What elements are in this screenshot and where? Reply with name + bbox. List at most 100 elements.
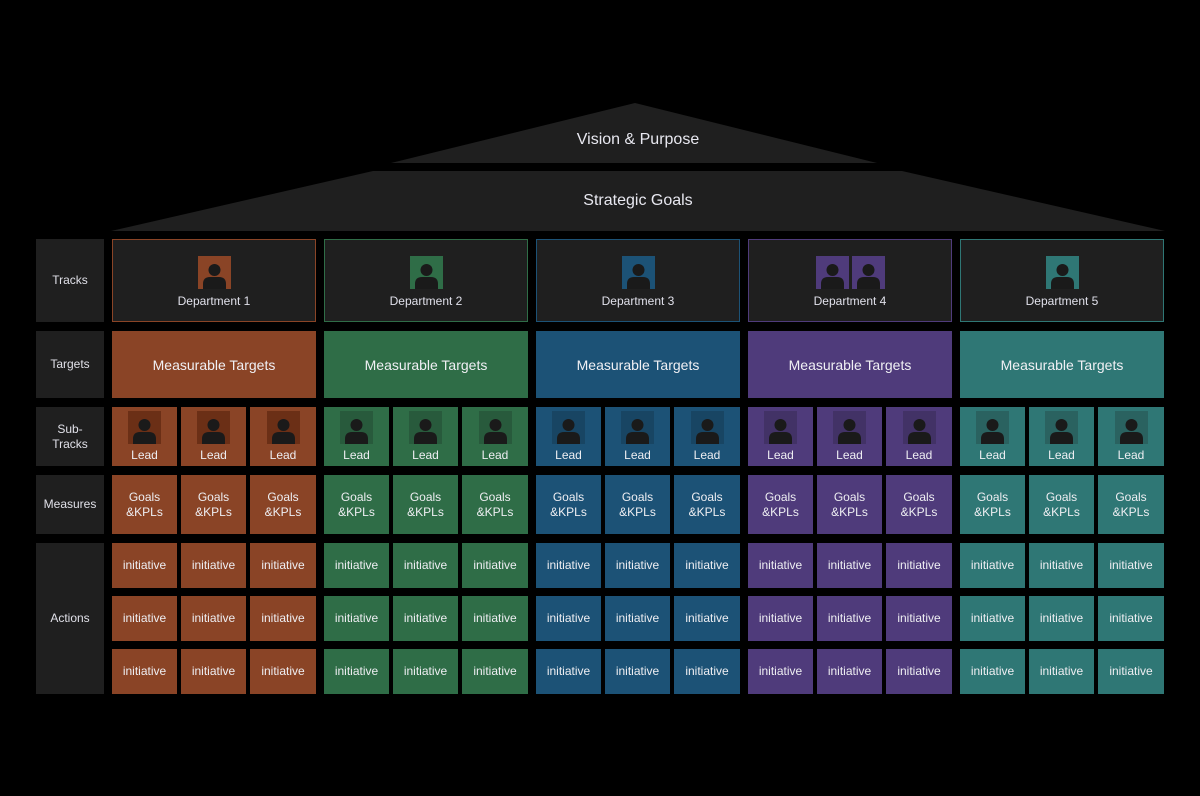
- action-initiative[interactable]: initiative: [393, 649, 458, 694]
- action-initiative[interactable]: initiative: [674, 596, 740, 641]
- subtrack-lead[interactable]: Lead: [1029, 407, 1094, 466]
- action-initiative[interactable]: initiative: [324, 596, 389, 641]
- action-initiative[interactable]: initiative: [250, 543, 316, 588]
- measure-goals-kpls[interactable]: Goals &KPLs: [536, 475, 601, 534]
- action-initiative[interactable]: initiative: [1098, 543, 1164, 588]
- measurable-targets[interactable]: Measurable Targets: [324, 331, 528, 398]
- person-icon: [266, 411, 300, 444]
- action-initiative[interactable]: initiative: [536, 596, 601, 641]
- subtrack-lead[interactable]: Lead: [960, 407, 1025, 466]
- action-initiative[interactable]: initiative: [462, 543, 528, 588]
- action-initiative[interactable]: initiative: [112, 596, 177, 641]
- action-initiative[interactable]: initiative: [393, 596, 458, 641]
- action-initiative[interactable]: initiative: [1098, 596, 1164, 641]
- track-department-1[interactable]: Department 1: [112, 239, 316, 322]
- subtrack-lead[interactable]: Lead: [748, 407, 813, 466]
- vision-purpose-roof: [391, 103, 877, 163]
- action-initiative[interactable]: initiative: [1029, 649, 1094, 694]
- person-icon: [764, 411, 797, 444]
- department-name: Department 5: [1025, 294, 1099, 308]
- subtrack-lead[interactable]: Lead: [250, 407, 316, 466]
- measure-goals-kpls[interactable]: Goals &KPLs: [1098, 475, 1164, 534]
- subtrack-lead[interactable]: Lead: [886, 407, 952, 466]
- subtrack-lead[interactable]: Lead: [674, 407, 740, 466]
- track-department-4[interactable]: Department 4: [748, 239, 952, 322]
- action-initiative[interactable]: initiative: [960, 649, 1025, 694]
- person-icon: [690, 411, 724, 444]
- track-department-2[interactable]: Department 2: [324, 239, 528, 322]
- action-initiative[interactable]: initiative: [605, 649, 670, 694]
- action-initiative[interactable]: initiative: [181, 543, 246, 588]
- measurable-targets[interactable]: Measurable Targets: [748, 331, 952, 398]
- measure-goals-kpls[interactable]: Goals &KPLs: [393, 475, 458, 534]
- action-initiative[interactable]: initiative: [817, 543, 882, 588]
- action-initiative[interactable]: initiative: [960, 596, 1025, 641]
- action-initiative[interactable]: initiative: [960, 543, 1025, 588]
- action-initiative[interactable]: initiative: [748, 543, 813, 588]
- action-initiative[interactable]: initiative: [112, 649, 177, 694]
- action-initiative[interactable]: initiative: [605, 543, 670, 588]
- measure-goals-kpls[interactable]: Goals &KPLs: [748, 475, 813, 534]
- measurable-targets[interactable]: Measurable Targets: [112, 331, 316, 398]
- measurable-targets[interactable]: Measurable Targets: [536, 331, 740, 398]
- measure-goals-kpls[interactable]: Goals &KPLs: [462, 475, 528, 534]
- action-initiative[interactable]: initiative: [1029, 596, 1094, 641]
- measurable-targets[interactable]: Measurable Targets: [960, 331, 1164, 398]
- person-icon: [1045, 256, 1079, 289]
- measure-goals-kpls[interactable]: Goals &KPLs: [605, 475, 670, 534]
- action-initiative[interactable]: initiative: [748, 596, 813, 641]
- measure-goals-kpls[interactable]: Goals &KPLs: [960, 475, 1025, 534]
- measure-goals-kpls[interactable]: Goals &KPLs: [1029, 475, 1094, 534]
- action-initiative[interactable]: initiative: [605, 596, 670, 641]
- action-initiative[interactable]: initiative: [250, 596, 316, 641]
- subtrack-lead[interactable]: Lead: [536, 407, 601, 466]
- action-initiative[interactable]: initiative: [1098, 649, 1164, 694]
- action-initiative[interactable]: initiative: [324, 543, 389, 588]
- subtrack-lead[interactable]: Lead: [324, 407, 389, 466]
- subtrack-label: Lead: [1117, 448, 1145, 462]
- action-initiative[interactable]: initiative: [181, 596, 246, 641]
- subtrack-lead[interactable]: Lead: [605, 407, 670, 466]
- action-initiative[interactable]: initiative: [1029, 543, 1094, 588]
- action-initiative[interactable]: initiative: [112, 543, 177, 588]
- subtrack-label: Lead: [343, 448, 370, 462]
- measure-goals-kpls[interactable]: Goals &KPLs: [817, 475, 882, 534]
- action-initiative[interactable]: initiative: [250, 649, 316, 694]
- action-initiative[interactable]: initiative: [674, 543, 740, 588]
- person-icon: [478, 411, 512, 444]
- action-initiative[interactable]: initiative: [181, 649, 246, 694]
- subtrack-lead[interactable]: Lead: [817, 407, 882, 466]
- action-initiative[interactable]: initiative: [536, 543, 601, 588]
- measure-goals-kpls[interactable]: Goals &KPLs: [674, 475, 740, 534]
- action-initiative[interactable]: initiative: [817, 649, 882, 694]
- subtrack-lead[interactable]: Lead: [112, 407, 177, 466]
- person-icon: [833, 411, 866, 444]
- subtrack-lead[interactable]: Lead: [462, 407, 528, 466]
- measure-goals-kpls[interactable]: Goals &KPLs: [250, 475, 316, 534]
- subtrack-label: Lead: [767, 448, 794, 462]
- action-initiative[interactable]: initiative: [674, 649, 740, 694]
- action-initiative[interactable]: initiative: [886, 596, 952, 641]
- measure-goals-kpls[interactable]: Goals &KPLs: [324, 475, 389, 534]
- measure-goals-kpls[interactable]: Goals &KPLs: [181, 475, 246, 534]
- action-initiative[interactable]: initiative: [886, 649, 952, 694]
- action-initiative[interactable]: initiative: [748, 649, 813, 694]
- action-initiative[interactable]: initiative: [886, 543, 952, 588]
- department-lead-icons: [197, 256, 231, 289]
- subtrack-lead[interactable]: Lead: [1098, 407, 1164, 466]
- action-initiative[interactable]: initiative: [462, 649, 528, 694]
- action-initiative[interactable]: initiative: [462, 596, 528, 641]
- track-department-5[interactable]: Department 5: [960, 239, 1164, 322]
- measure-goals-kpls[interactable]: Goals &KPLs: [886, 475, 952, 534]
- track-department-3[interactable]: Department 3: [536, 239, 740, 322]
- action-initiative[interactable]: initiative: [536, 649, 601, 694]
- measure-goals-kpls[interactable]: Goals &KPLs: [112, 475, 177, 534]
- person-icon: [128, 411, 161, 444]
- subtrack-lead[interactable]: Lead: [181, 407, 246, 466]
- subtrack-label: Lead: [1048, 448, 1075, 462]
- action-initiative[interactable]: initiative: [324, 649, 389, 694]
- row-label-subtracks: Sub- Tracks: [36, 407, 104, 466]
- subtrack-lead[interactable]: Lead: [393, 407, 458, 466]
- action-initiative[interactable]: initiative: [393, 543, 458, 588]
- action-initiative[interactable]: initiative: [817, 596, 882, 641]
